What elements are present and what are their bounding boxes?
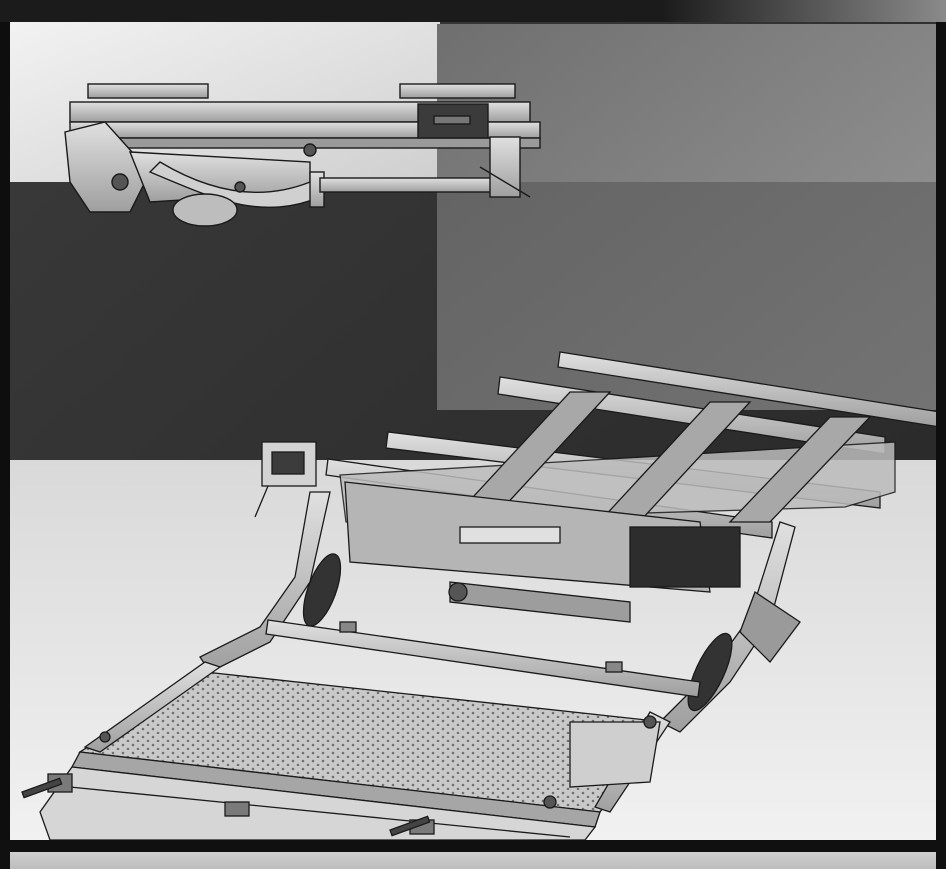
isometric-view-drawing <box>21 351 936 840</box>
motor-housing-icon <box>629 526 741 588</box>
side-view-drawing <box>64 83 541 227</box>
bottom-strip <box>10 852 936 869</box>
lift-illustration <box>10 22 936 840</box>
illustration-canvas <box>10 22 936 840</box>
top-border <box>0 0 946 22</box>
